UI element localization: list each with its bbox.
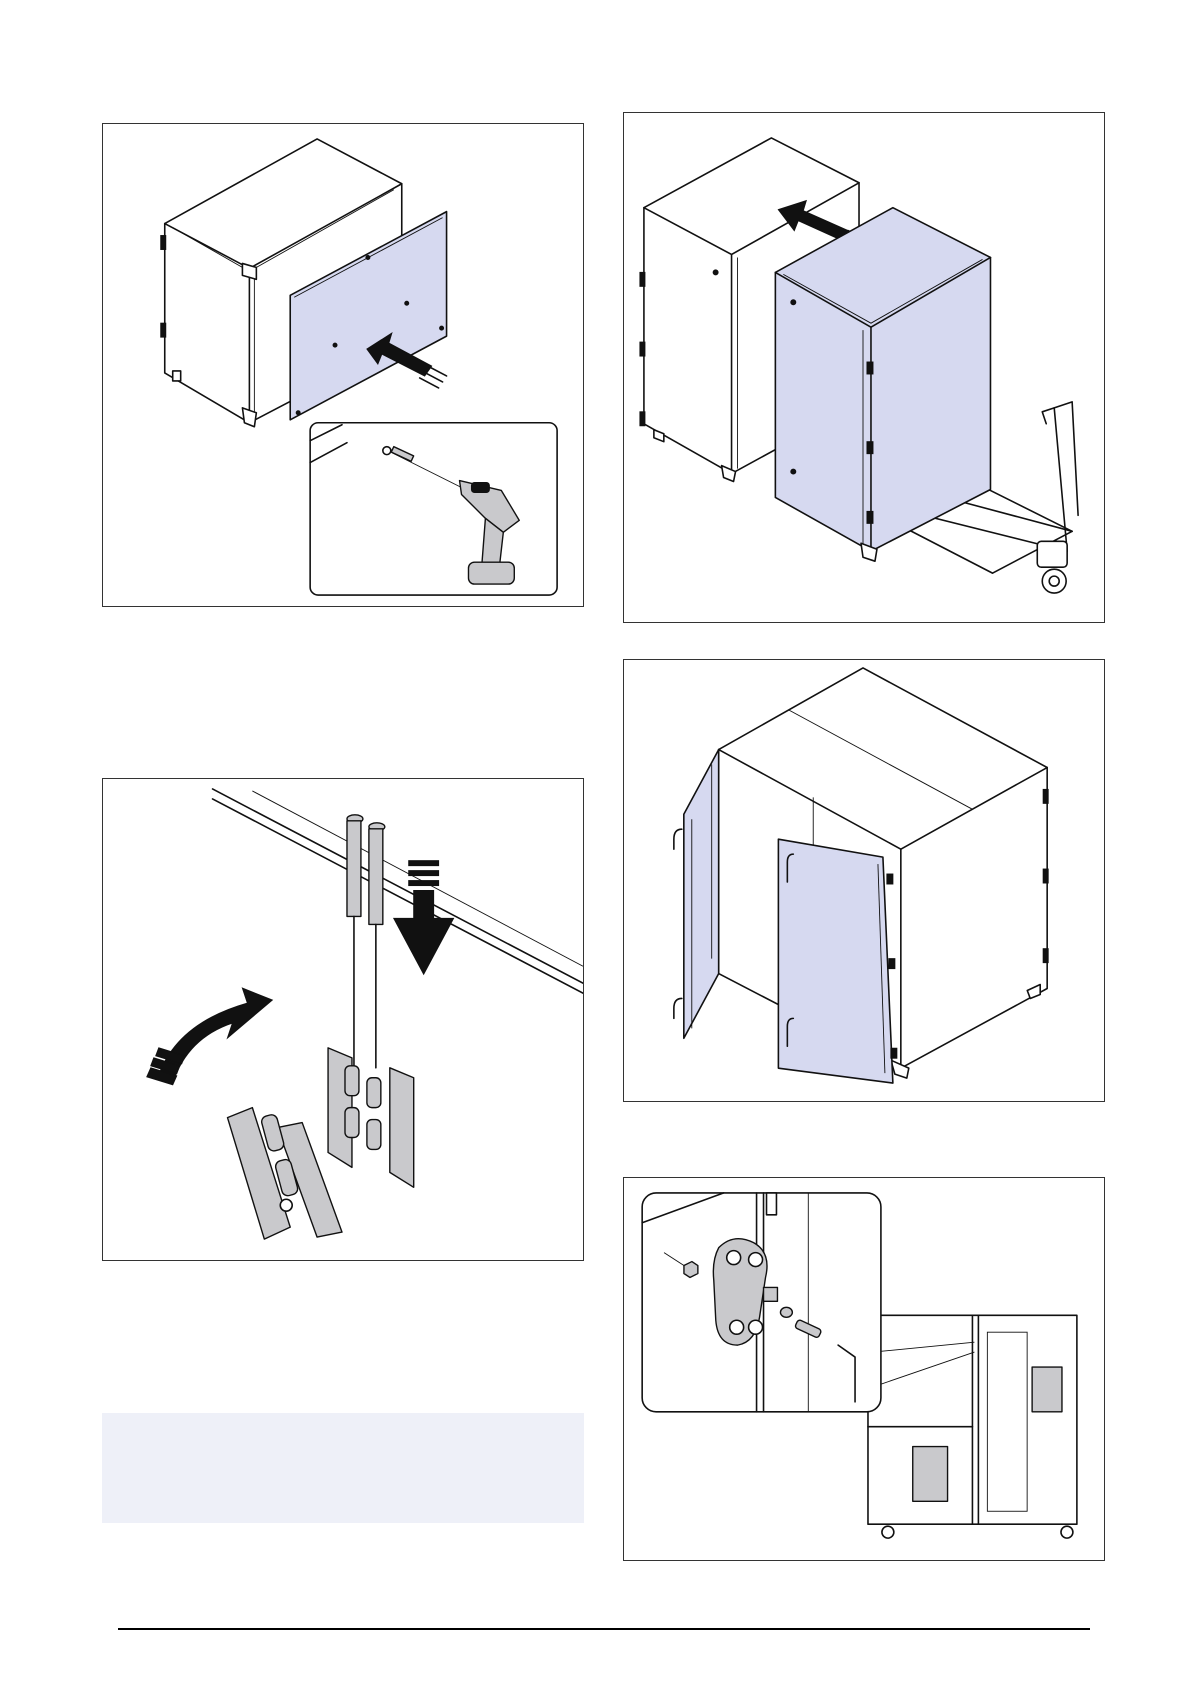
footer-rule (118, 1628, 1090, 1630)
unit-interior-icon (868, 1315, 1077, 1538)
door-latch-assembly-detail-illustration (624, 1178, 1104, 1560)
figure-hinge-installation (102, 778, 584, 1261)
loose-hinge-icon (227, 1108, 342, 1239)
figure-assembled-unit (623, 659, 1105, 1102)
figure-module-positioning (623, 112, 1105, 623)
assembled-unit-doors-open-illustration (624, 660, 1104, 1101)
figure-latch-detail (623, 1177, 1105, 1561)
right-door-icon (778, 839, 896, 1083)
left-door-icon (674, 750, 719, 1039)
figure-panel-mounting (102, 123, 584, 607)
down-arrow-icon (394, 861, 454, 975)
module-positioning-with-pallet-jack-illustration (624, 113, 1104, 622)
hinge-pin-icon (347, 815, 385, 1068)
note-box (102, 1413, 584, 1523)
panel-mounting-with-drill-illustration (103, 124, 583, 606)
mounted-hinge-icon (328, 1048, 414, 1187)
hinge-pin-installation-illustration (103, 779, 583, 1260)
curved-arrow-icon (147, 988, 272, 1085)
